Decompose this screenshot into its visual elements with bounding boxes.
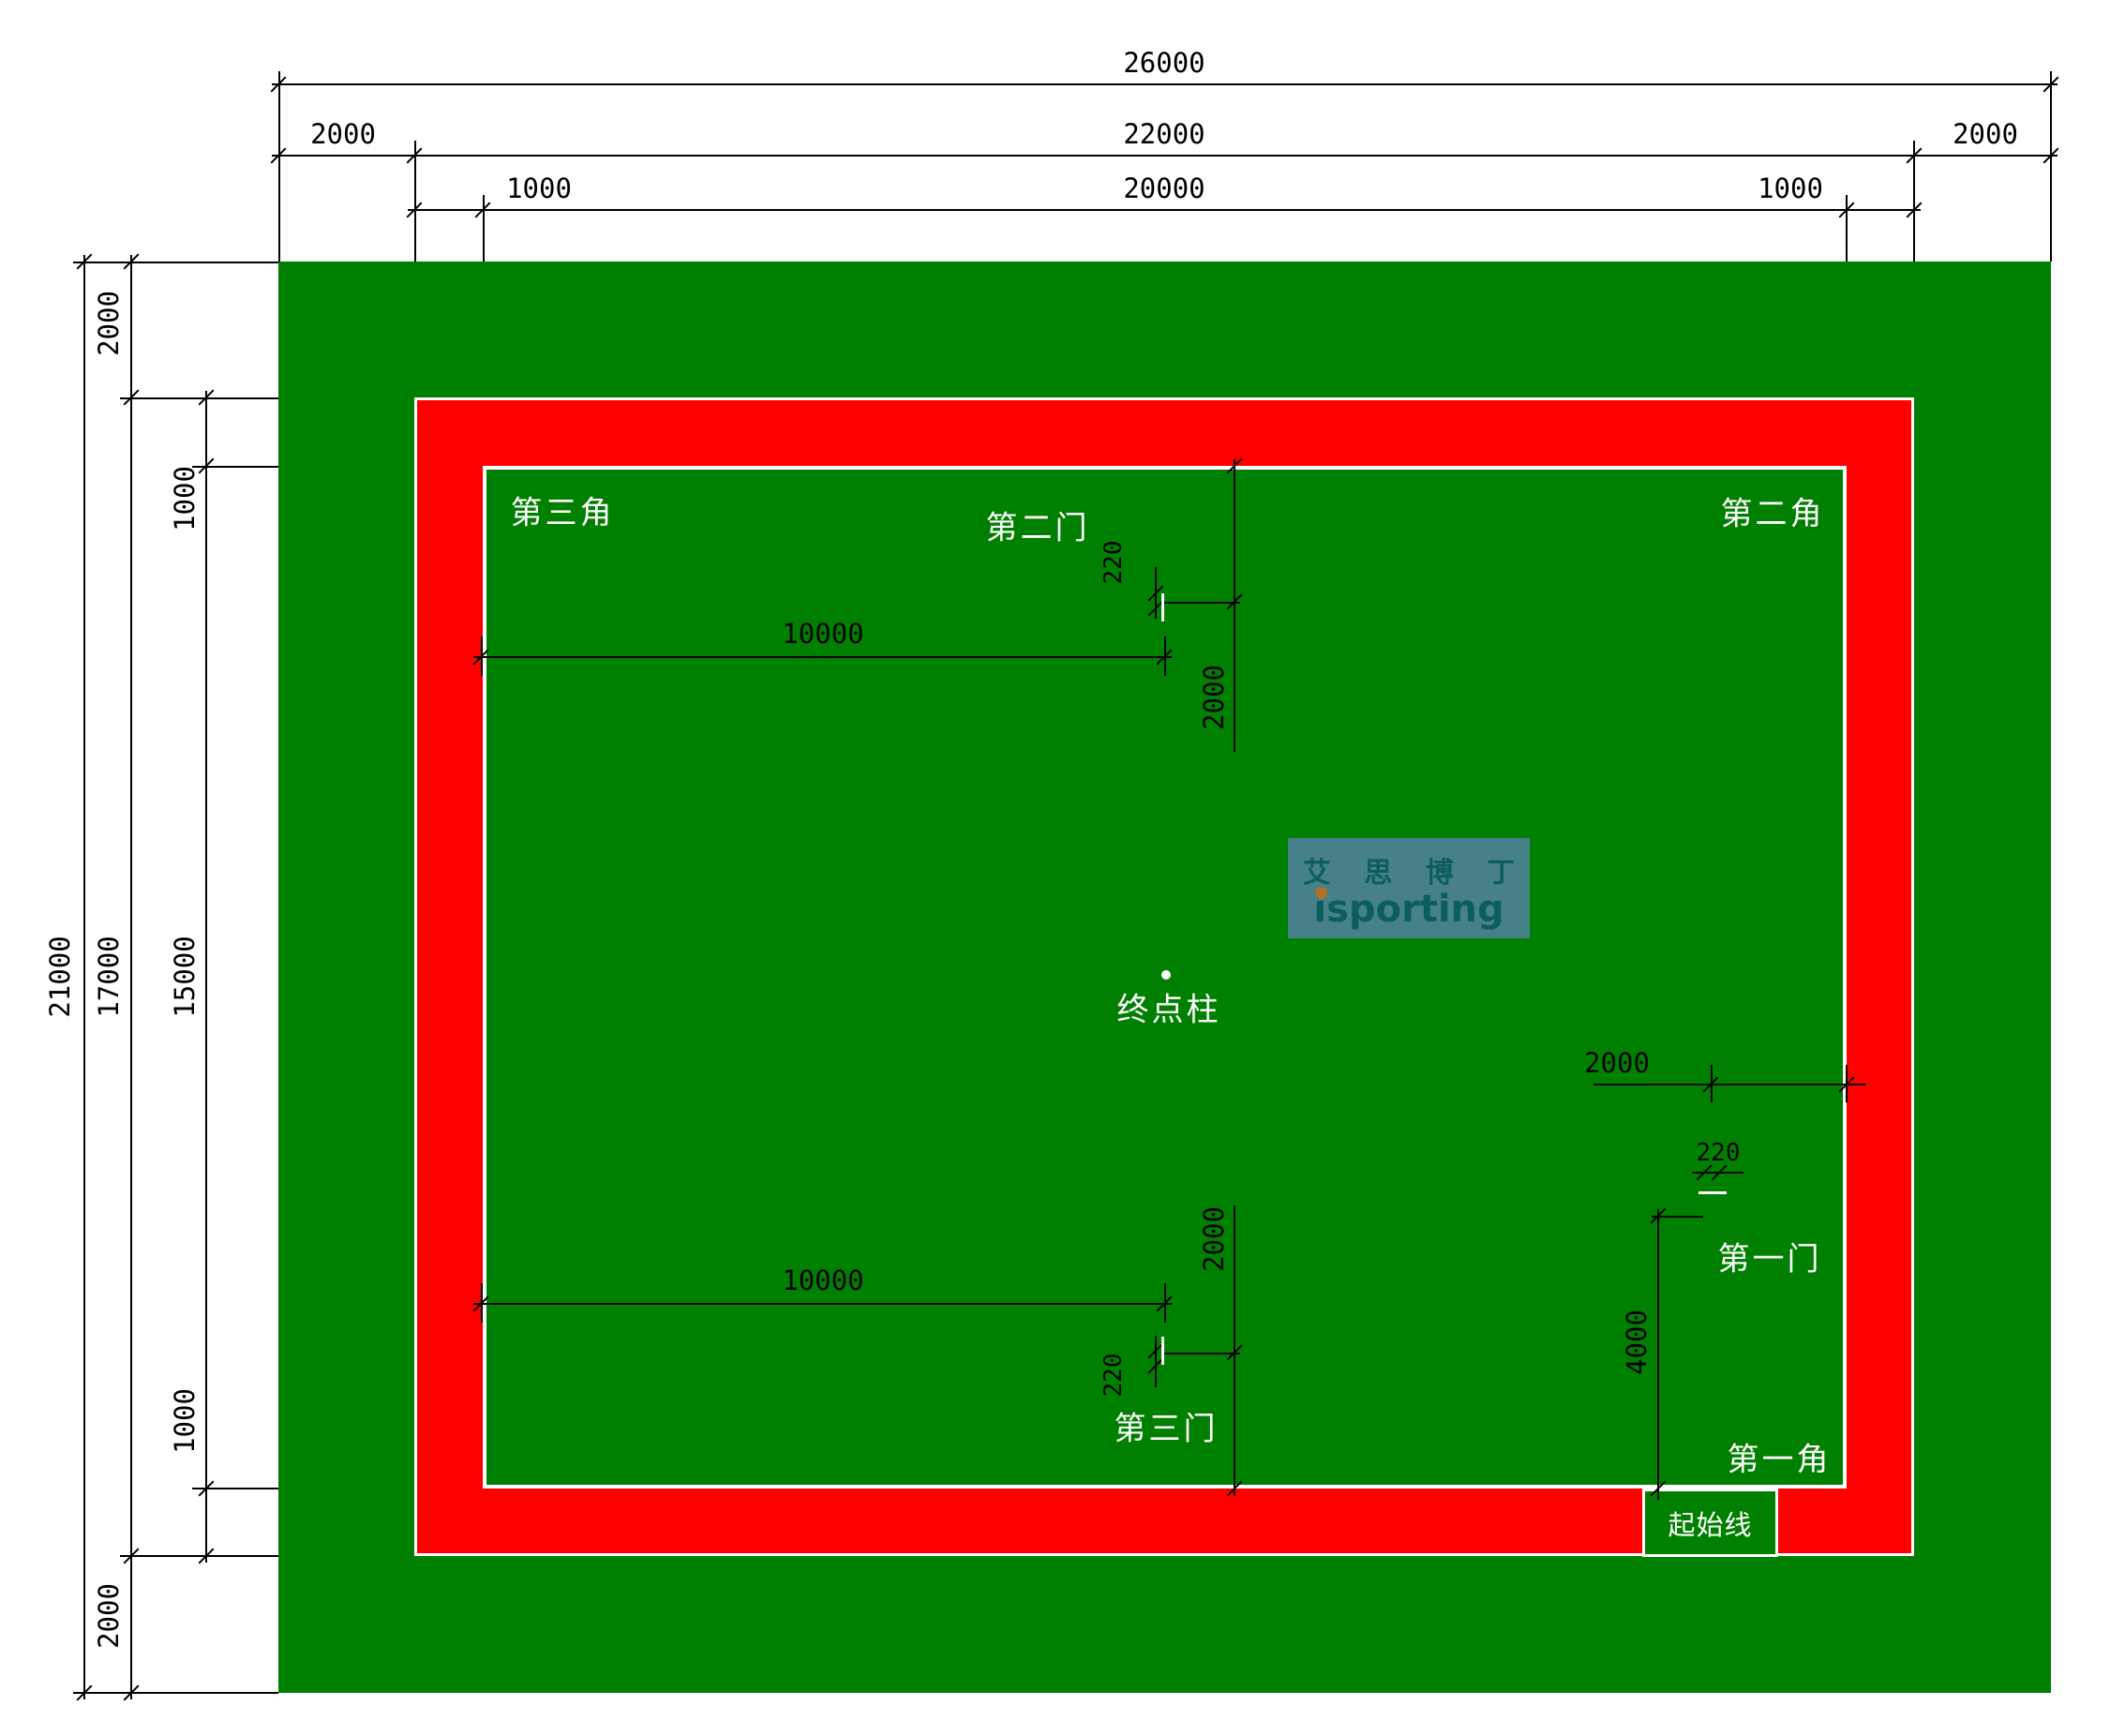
ext-line: [73, 262, 278, 263]
goal-pole-label: 终点柱: [1116, 993, 1221, 1028]
corner1-label: 第一角: [1727, 1443, 1832, 1478]
dim-line-2000-22000-2000: [272, 155, 2058, 157]
corner3-label: 第三角: [510, 496, 615, 531]
dim-line-gate2-offset: [473, 656, 1172, 658]
dim-label-left-band: 1000: [506, 172, 572, 204]
dim-label-gate2-offset: 10000: [782, 618, 864, 650]
dim-label-top-margin: 2000: [93, 291, 125, 356]
ext-line: [192, 1488, 278, 1489]
watermark-i: i: [1313, 887, 1327, 931]
ext-line: [483, 195, 485, 262]
watermark-sporting: sporting: [1326, 887, 1504, 931]
ext-line: [2050, 71, 2052, 262]
ext-line: [1846, 195, 1848, 262]
dim-label-gate1-depth: 4000: [1621, 1309, 1653, 1375]
dim-line-gate2-depth: [1234, 459, 1235, 752]
dim-line-gate3-width: [1155, 1336, 1157, 1387]
corner2-label: 第二角: [1720, 497, 1825, 532]
watermark-logo-text: isporting: [1313, 886, 1504, 931]
gate1-marker: [1699, 1191, 1727, 1194]
ext-line: [1652, 1216, 1703, 1218]
dim-label-gate2-depth: 2000: [1198, 665, 1230, 730]
dim-line-2000-17000-2000: [130, 255, 132, 1699]
dim-line-1000-20000-1000: [408, 209, 1921, 211]
dim-label-gate1-width: 220: [1696, 1139, 1741, 1167]
dim-label-overall-height: 21000: [44, 935, 76, 1018]
dim-label-gate3-depth: 2000: [1198, 1206, 1230, 1272]
gate1-label: 第一门: [1717, 1242, 1822, 1278]
dim-label-inner-height: 15000: [169, 935, 201, 1018]
ext-line: [120, 397, 278, 399]
dim-label-bottom-band: 1000: [169, 1388, 201, 1454]
basketball-icon: [1315, 886, 1328, 899]
dim-line-gate3-offset: [473, 1303, 1172, 1305]
dim-label-left-margin: 2000: [310, 118, 376, 150]
gate2-marker: [1161, 593, 1164, 621]
dim-label-track-width: 22000: [1123, 118, 1205, 150]
dim-label-bottom-margin: 2000: [93, 1583, 125, 1649]
dim-line-gate1-offset: [1594, 1084, 1865, 1085]
dim-label-gate3-width: 220: [1100, 1353, 1128, 1398]
dim-label-top-band: 1000: [169, 466, 201, 531]
watermark-chinese-text: 艾 思 博 丁: [1302, 857, 1529, 889]
dim-line-gate1-depth: [1657, 1209, 1659, 1500]
ext-line: [120, 1555, 278, 1557]
ext-line: [278, 71, 280, 262]
ext-line: [73, 1692, 278, 1694]
ext-line: [414, 141, 416, 262]
gate2-label: 第二门: [985, 511, 1090, 546]
gate3-marker: [1161, 1337, 1164, 1365]
start-area: 起始线: [1642, 1489, 1778, 1557]
dim-label-right-band: 1000: [1758, 172, 1823, 204]
ext-line: [1913, 141, 1915, 262]
dim-label-gate3-offset: 10000: [782, 1265, 864, 1296]
dim-line-21000: [83, 255, 85, 1699]
ext-line: [192, 466, 278, 468]
dim-label-gate2-width: 220: [1100, 540, 1128, 585]
ext-line: [1164, 1353, 1240, 1354]
goal-pole-marker: [1161, 970, 1171, 980]
ext-line: [1164, 602, 1240, 604]
dim-label-overall-width: 26000: [1123, 47, 1205, 79]
gate3-label: 第三门: [1114, 1412, 1219, 1447]
dim-label-gate1-offset: 2000: [1584, 1047, 1650, 1079]
dim-label-right-margin: 2000: [1953, 118, 2018, 150]
dim-line-26000: [272, 83, 2058, 85]
watermark: 艾 思 博 丁 isporting: [1288, 838, 1530, 938]
start-line-label: 起始线: [1668, 1510, 1753, 1541]
dim-label-track-height: 17000: [93, 935, 125, 1018]
dim-label-inner-width: 20000: [1123, 172, 1205, 204]
dim-line-1000-15000-1000: [205, 391, 207, 1563]
